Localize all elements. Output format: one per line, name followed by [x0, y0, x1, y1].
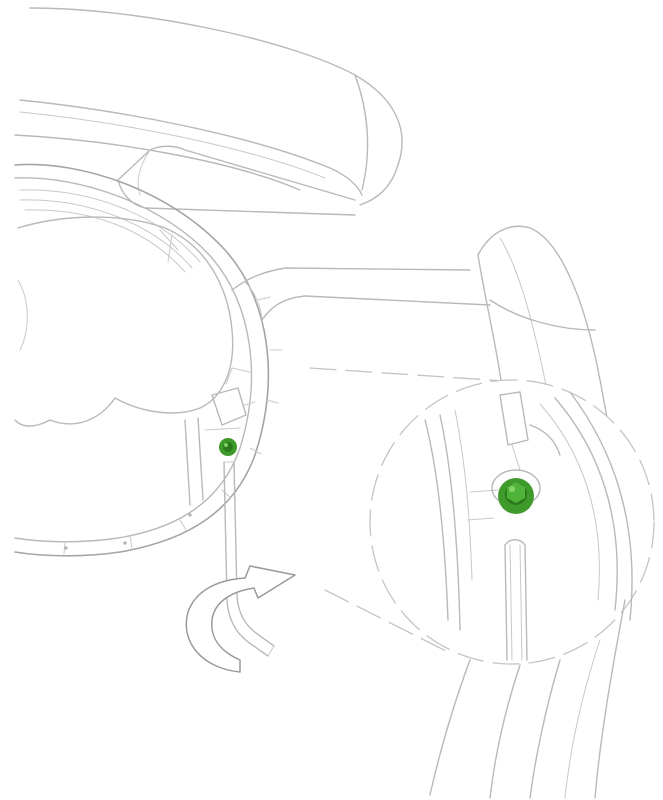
- bracket-arm-lower: [232, 268, 490, 320]
- rotate-arrow-icon: [186, 566, 295, 672]
- bracket-arm-upper: [118, 146, 355, 215]
- hex-key-icon: [224, 462, 274, 656]
- detail-view: [370, 380, 654, 664]
- screw-icon: [219, 438, 237, 456]
- backrest-top: [15, 8, 402, 205]
- seat-cushion: [15, 217, 233, 426]
